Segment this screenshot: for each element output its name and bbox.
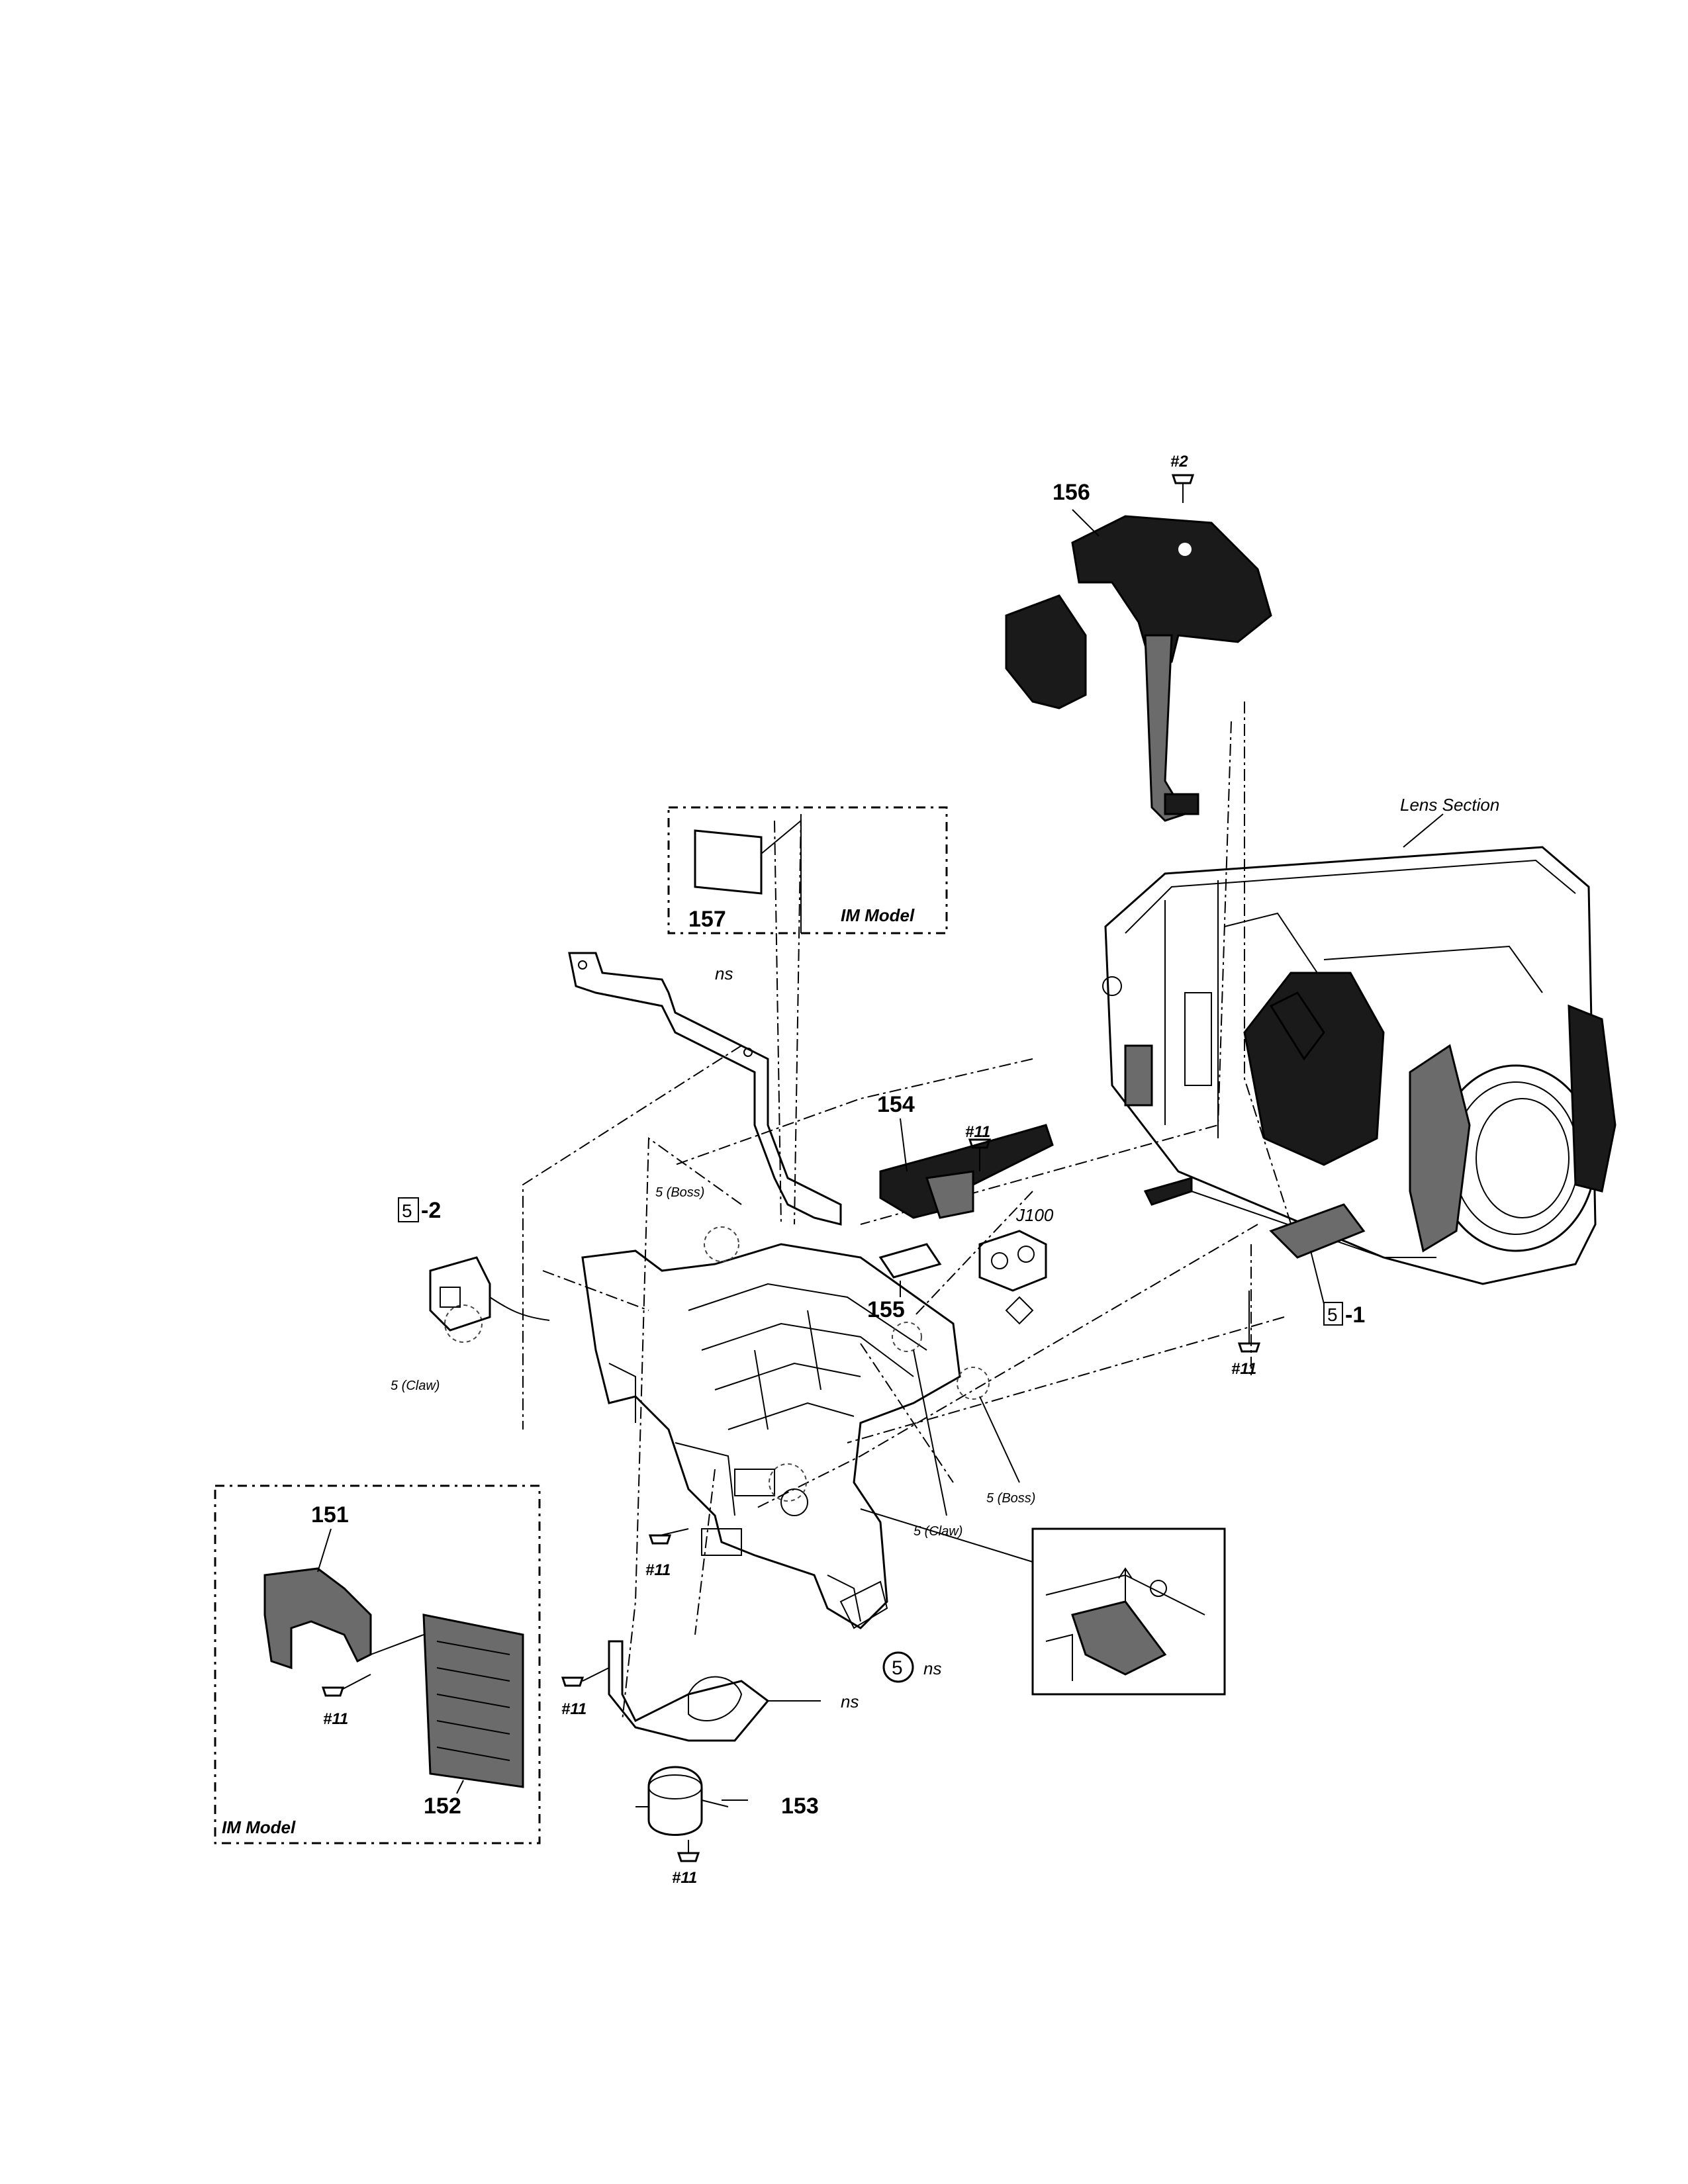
ns-bracket-top (568, 952, 842, 1226)
j100-connector (978, 1230, 1047, 1325)
part-label-151: 151 (311, 1502, 349, 1527)
im-model-label-157: IM Model (841, 905, 915, 925)
callout-5-1-suffix: -1 (1345, 1302, 1365, 1328)
leader-156 (1072, 509, 1100, 537)
boss-callout-circle-2 (957, 1367, 990, 1400)
screw-label-11-lower-left: #11 (561, 1700, 586, 1718)
screw-label-11-im: #11 (323, 1710, 348, 1728)
screw-11-mid (648, 1528, 689, 1545)
screw-label-11-bottom: #11 (672, 1869, 697, 1887)
screw-label-11-right: #11 (1231, 1360, 1256, 1378)
part-151-flex (263, 1567, 372, 1670)
leader-boss-right (979, 1396, 1020, 1483)
im-model-label-152: IM Model (222, 1817, 296, 1837)
part-156-board (1005, 515, 1272, 822)
claw-callout-circle-1 (892, 1322, 922, 1352)
callout-5-1-num: 5 (1327, 1304, 1338, 1325)
part-154-board (879, 1124, 1054, 1219)
screw-2 (1171, 474, 1195, 503)
boss-note-top: 5 (Boss) (655, 1185, 704, 1200)
part-label-157: 157 (688, 907, 726, 932)
screw-11-lower-left (561, 1667, 610, 1687)
j100-label: J100 (1015, 1205, 1054, 1225)
callout-box-5-1 (1323, 1302, 1343, 1326)
leader-151 (317, 1528, 332, 1572)
part-152-board (422, 1614, 524, 1788)
screw-label-11-top: #11 (965, 1123, 990, 1141)
part-label-154: 154 (877, 1092, 915, 1117)
boss-callout-circle-1 (704, 1226, 739, 1262)
lens-section (1102, 846, 1617, 1285)
part-155-sheet (878, 1243, 942, 1279)
im-model-box-151-152 (214, 1484, 541, 1844)
bracket-ns-lower (608, 1640, 821, 1742)
callout-circle-5-num: 5 (892, 1657, 903, 1679)
part-5-1-flex (1143, 1177, 1366, 1259)
screw-11-top (968, 1138, 992, 1171)
main-chassis (581, 1243, 961, 1629)
screw-label-11-mid: #11 (645, 1561, 671, 1579)
leader-151-152 (370, 1634, 424, 1655)
callout-box-5-2 (398, 1197, 419, 1222)
leader-5-1 (1310, 1250, 1325, 1304)
part-153-speaker (635, 1766, 729, 1836)
im-model-box-157 (667, 806, 948, 934)
part-label-153: 153 (781, 1794, 819, 1819)
boss-note-right: 5 (Boss) (986, 1491, 1035, 1506)
leader-152 (456, 1780, 464, 1794)
screw-11-right (1237, 1291, 1261, 1353)
leader-lens-section (1403, 813, 1444, 848)
claw-callout-circle-2 (769, 1463, 807, 1502)
screw-label-2: #2 (1170, 453, 1188, 471)
ns-label-5: ns (923, 1659, 941, 1678)
assembly-leader-lines (522, 702, 1298, 1721)
claw-note-right: 5 (Claw) (914, 1524, 962, 1539)
callout-5-2-suffix: -2 (421, 1198, 441, 1223)
part-157-sheet (694, 819, 802, 933)
part-label-155: 155 (867, 1297, 905, 1322)
part-5-2-connector (429, 1256, 550, 1332)
ns-label-top: ns (715, 964, 733, 983)
leader-154 (900, 1118, 908, 1172)
screw-11-bottom (677, 1840, 700, 1862)
screw-11-im (321, 1674, 371, 1697)
claw-note-left: 5 (Claw) (391, 1379, 440, 1393)
leader-claw-right (913, 1349, 947, 1516)
lens-section-label: Lens Section (1400, 795, 1499, 815)
claw-callout-circle-3 (444, 1304, 483, 1343)
callout-circle-5 (882, 1651, 914, 1683)
part-label-152: 152 (424, 1794, 461, 1819)
part-label-156: 156 (1053, 480, 1090, 505)
callout-5-2-num: 5 (402, 1201, 412, 1221)
ns-label-lower: ns (841, 1692, 859, 1711)
inset-detail-box (860, 1508, 1226, 1696)
